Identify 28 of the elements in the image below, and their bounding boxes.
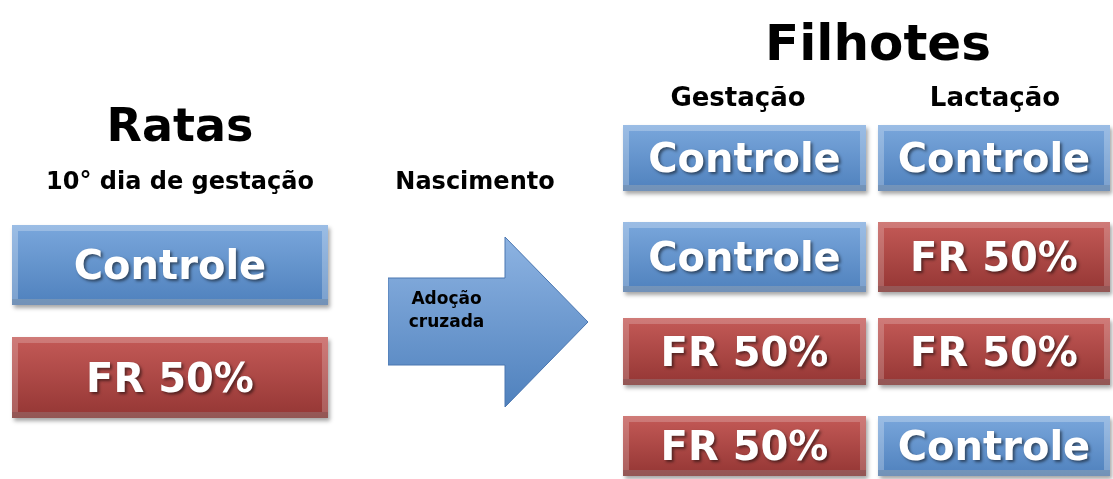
box-label: FR 50% <box>660 423 829 469</box>
process-box <box>623 222 866 292</box>
column-heading: Lactação <box>929 82 1061 112</box>
box-label: FR 50% <box>660 328 829 375</box>
box-label: Controle <box>897 135 1091 181</box>
process-box <box>878 222 1110 292</box>
process-box <box>878 318 1110 385</box>
box-label: Controle <box>648 135 841 181</box>
process-box <box>623 318 866 385</box>
box-label: FR 50% <box>86 354 254 401</box>
box-label: Controle <box>73 242 267 288</box>
column-heading: Gestação <box>670 82 806 112</box>
process-box <box>878 416 1110 476</box>
box-label: Controle <box>897 423 1091 469</box>
arrow-label: Adoção cruzada <box>407 287 486 333</box>
process-box <box>878 125 1110 191</box>
process-box <box>12 337 328 418</box>
box-label: FR 50% <box>910 328 1078 375</box>
block-arrow <box>388 237 588 407</box>
box-label: FR 50% <box>910 234 1078 280</box>
subheading: 10° dia de gestação <box>46 167 314 195</box>
process-box <box>12 225 328 305</box>
column-heading: Filhotes <box>765 14 991 72</box>
process-box <box>623 416 866 476</box>
box-label: Controle <box>648 234 841 280</box>
process-box <box>623 125 866 191</box>
group-heading: Ratas <box>106 98 254 152</box>
stage-label: Nascimento <box>395 167 555 195</box>
